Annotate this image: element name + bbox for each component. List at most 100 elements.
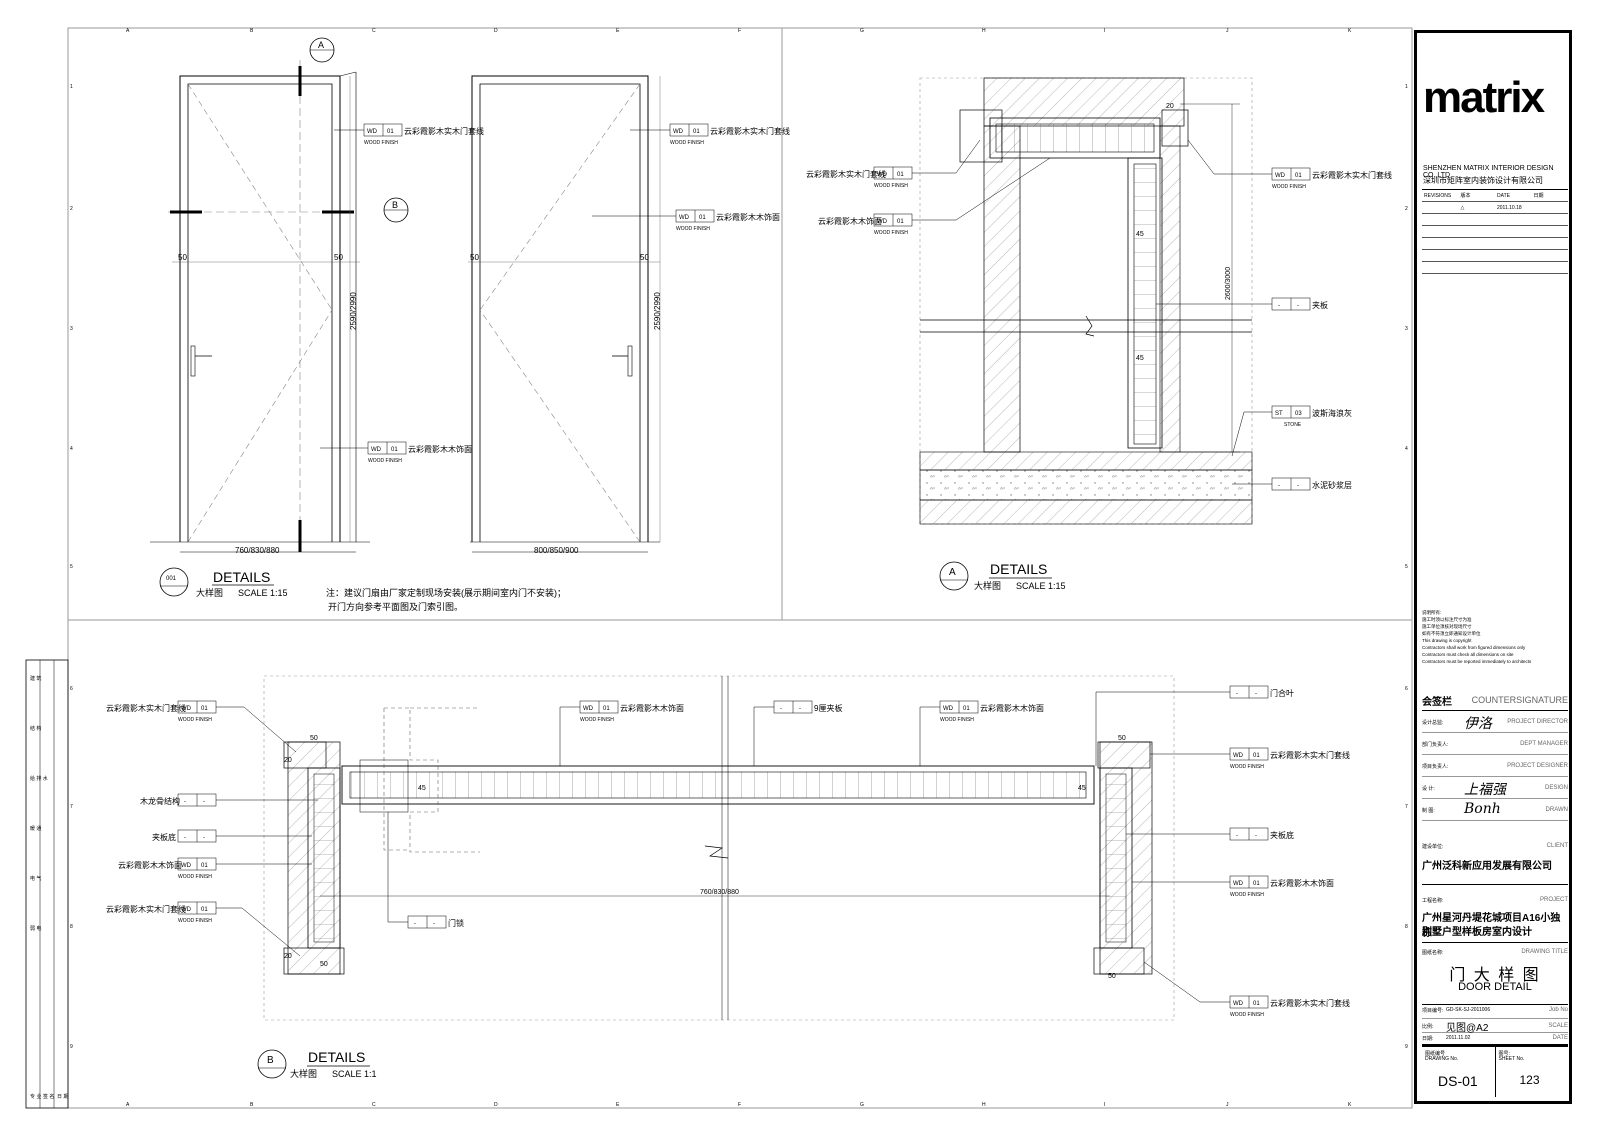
detail-001-right-door-labels: 800/850/900 50 50 2590/2990 [470,253,662,555]
svg-text:WD: WD [877,172,888,178]
tag-B-right-2: WD 01 云彩霞影木实木门套线 WOOD FINISH [1150,747,1350,770]
svg-text:云彩霞影木实木门套线: 云彩霞影木实木门套线 [710,126,790,136]
svg-text:-: - [780,706,782,712]
svg-text:DETAILS: DETAILS [308,1049,365,1065]
svg-text:G: G [860,1102,864,1108]
svg-text:注：建议门扇由厂家定制现场安装(展示期间室内门不安装)；: 注：建议门扇由厂家定制现场安装(展示期间室内门不安装)； [326,587,566,598]
svg-text:WOOD FINISH: WOOD FINISH [178,918,212,924]
project-name-line2: 别墅户型样板房室内设计 [1422,927,1532,938]
svg-text:A: A [949,567,956,578]
svg-text:ST: ST [1275,411,1283,417]
svg-text:A: A [126,28,130,34]
svg-text:给 排 水: 给 排 水 [30,775,48,782]
svg-text:-: - [799,706,801,712]
drawing-title-block: 图纸名称: DRAWING TITLE 门 大 样 图 DOOR DETAIL [1422,943,1568,1005]
svg-text:WOOD FINISH: WOOD FINISH [580,717,614,723]
side-approval-strip: 建 筑 结 构 给 排 水 暖 通 电 气 弱 电 专 业 签 名 日 期 [25,659,69,1109]
tag-A-right-2: - - 夹板 [1156,297,1328,311]
drawing-no-cell: 图纸编号 DRAWING No. DS-01 [1422,1047,1496,1097]
detail-001-left-door [150,60,370,553]
tag-B-mid-lock: - - 门锁 [387,812,464,929]
callout-B-symbol: B [383,197,409,223]
detail-001-right-door [468,75,661,553]
svg-text:WD: WD [181,863,192,869]
svg-text:01: 01 [699,215,706,221]
svg-text:-: - [1236,833,1238,839]
svg-text:J: J [1226,1102,1229,1108]
svg-text:01: 01 [897,219,904,225]
svg-text:云彩霞影木木饰面: 云彩霞影木木饰面 [408,444,472,454]
svg-text:01: 01 [391,447,398,453]
svg-text:云彩霞影木木饰面: 云彩霞影木木饰面 [1270,878,1334,888]
matrix-logo: matrix [1423,73,1545,122]
tag-B-left-3: - - 夹板底 [152,829,312,843]
svg-text:-: - [203,799,205,805]
svg-text:50: 50 [1118,735,1126,742]
svg-text:8: 8 [70,924,73,930]
project-block: 工程名称: PROJECT 广州星河丹堤花城项目A16小独栋 别墅户型样板房室内… [1422,885,1568,943]
company-name-zh: 深圳市矩阵室内装饰设计有限公司 [1423,176,1543,185]
svg-text:45: 45 [1078,785,1086,792]
tag-A-left-2: WD 01 云彩霞影木木饰面 WOOD FINISH [818,157,1051,236]
tag-B-left-1: WD 01 云彩霞影木实木门套线 WOOD FINISH [106,700,297,753]
svg-text:B: B [392,200,398,210]
svg-text:50: 50 [310,735,318,742]
svg-text:01: 01 [603,706,610,712]
tag-001-right-1: WD 01 云彩霞影木实木门套线 WOOD FINISH [630,123,790,146]
svg-text:云彩霞影木木饰面: 云彩霞影木木饰面 [818,216,882,226]
svg-text:7: 7 [1405,804,1408,810]
revision-row: △ 2011.10.18 [1422,202,1568,214]
tag-B-right-3: - - 夹板底 [1126,827,1294,841]
role-row-director: 设计总监: 伊洛 PROJECT DIRECTOR [1422,711,1568,733]
svg-text:WOOD FINISH: WOOD FINISH [1230,1012,1264,1018]
countersign-header: 会签栏 COUNTERSIGNATURE [1422,693,1568,711]
role-row-drawn: 制 图: Bonh DRAWN [1422,799,1568,821]
svg-text:WD: WD [1233,1001,1244,1007]
svg-text:DETAILS: DETAILS [213,569,270,585]
svg-text:3: 3 [70,326,73,332]
svg-text:01: 01 [201,706,208,712]
svg-text:20: 20 [284,757,292,764]
svg-text:D: D [494,28,498,34]
svg-text:-: - [433,921,435,927]
svg-text:SCALE 1:15: SCALE 1:15 [238,588,288,598]
svg-text:6: 6 [70,686,73,692]
svg-text:WOOD FINISH: WOOD FINISH [178,717,212,723]
sheet-no-cell: 图号: SHEET No. 123 [1498,1051,1540,1087]
svg-text:C: C [372,1102,376,1108]
tag-B-top-2: - - 9厘夹板 [753,700,842,766]
revision-triangle-icon: △ [1460,204,1465,211]
svg-text:A: A [318,40,324,50]
svg-text:结 构: 结 构 [30,725,41,732]
svg-text:WOOD FINISH: WOOD FINISH [364,140,398,146]
svg-text:B: B [267,1055,274,1066]
svg-text:WD: WD [1233,881,1244,887]
svg-text:01: 01 [1253,881,1260,887]
svg-text:45: 45 [418,785,426,792]
svg-text:I: I [1104,28,1105,34]
svg-text:9厘夹板: 9厘夹板 [814,703,842,713]
svg-text:日 期: 日 期 [57,1094,68,1100]
detail-B-title: B DETAILS 大样图 SCALE 1:1 [257,1049,377,1079]
svg-text:云彩霞影木实木门套线: 云彩霞影木实木门套线 [1312,170,1392,180]
signature: 上福强 [1464,782,1506,798]
svg-text:K: K [1348,1102,1352,1108]
svg-text:WD: WD [367,129,378,135]
tag-B-top-1: WD 01 云彩霞影木木饰面 WOOD FINISH [559,700,684,766]
svg-text:WD: WD [673,129,684,135]
signature: 伊洛 [1464,716,1492,732]
svg-text:2600/3000: 2600/3000 [1225,267,1232,300]
svg-text:2: 2 [1405,206,1408,212]
svg-text:云彩霞影木木饰面: 云彩霞影木木饰面 [716,212,780,222]
drawing-title-zh: 门 大 样 图 [1449,967,1541,984]
svg-text:WD: WD [181,907,192,913]
tag-A-right-3: ST 03 波斯海浪灰 STONE [1231,405,1352,457]
svg-text:WOOD FINISH: WOOD FINISH [874,230,908,236]
svg-text:电 气: 电 气 [30,875,41,882]
svg-text:01: 01 [1295,173,1302,179]
svg-text:2: 2 [70,206,73,212]
svg-text:K: K [1348,28,1352,34]
svg-text:WOOD FINISH: WOOD FINISH [874,183,908,189]
svg-text:-: - [1278,483,1280,489]
drawing-title-en: DOOR DETAIL [1458,981,1532,993]
